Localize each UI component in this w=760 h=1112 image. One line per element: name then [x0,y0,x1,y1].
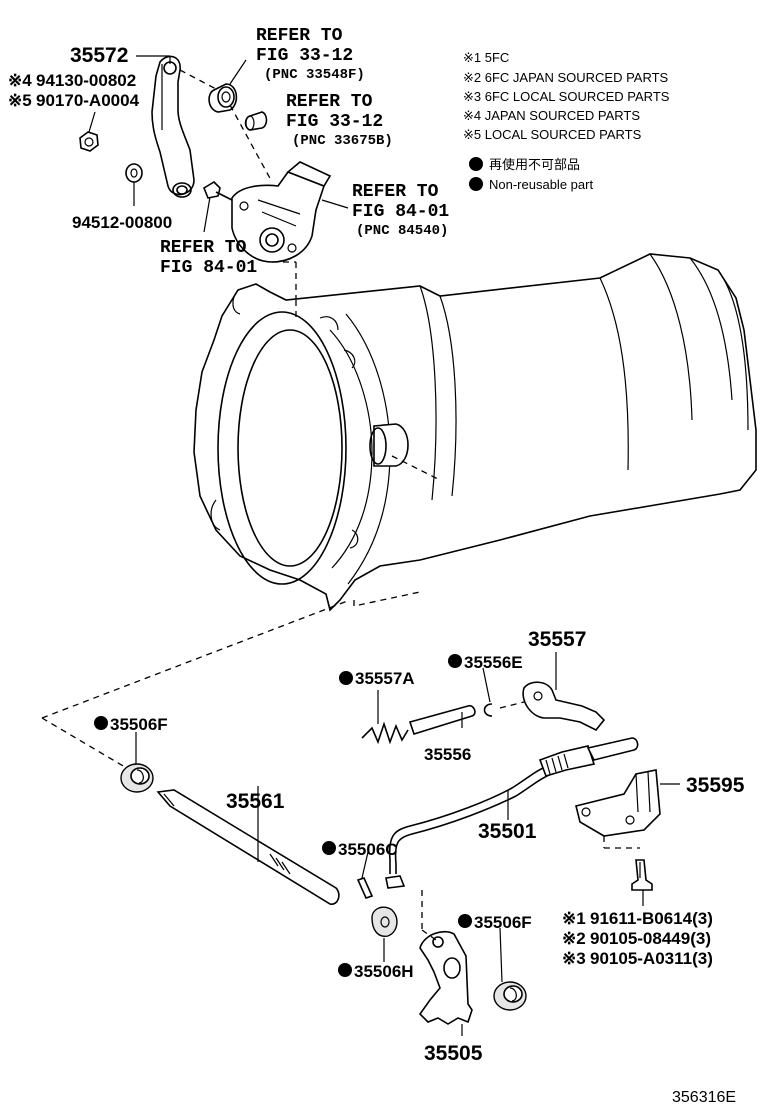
legend: ※1 5FC ※2 6FC JAPAN SOURCED PARTS ※3 6FC… [463,50,670,192]
legend-line-3: ※3 6FC LOCAL SOURCED PARTS [463,89,670,104]
legend-line-1: ※1 5FC [463,50,509,65]
part-number-90105-08449: 90105-08449(3) [590,929,711,948]
part-number-35595: 35595 [686,774,745,797]
part-note-mark: ※3 [562,949,586,968]
part-number-35556E: 35556E [464,653,523,672]
control-shaft-lever-drawing [79,55,349,300]
part-note-mark: ※2 [562,929,586,948]
part-number-35501: 35501 [478,820,537,843]
part-number-35557: 35557 [528,628,586,651]
refer-fig-label: FIG 33-12 [256,46,353,66]
non-reusable-dot-icon [458,914,472,928]
non-reusable-dot-icon [469,157,483,171]
part-number-35572: 35572 [70,44,128,67]
refer-fig-label: FIG 84-01 [352,202,449,222]
part-labels: 35572 ※4 94130-00802 ※5 90170-A0004 9451… [8,26,745,1106]
refer-label: REFER TO [286,92,373,112]
leader-lines [135,55,680,1036]
part-number-35505: 35505 [424,1042,483,1065]
linkage-drawing [120,681,661,1025]
part-note-mark: ※4 [8,71,32,90]
part-number-35506F: 35506F [474,913,532,932]
refer-label: REFER TO [352,182,439,202]
part-note-mark: ※1 [562,909,586,928]
diagram-code: 356316E [672,1089,736,1106]
legend-line-7: Non-reusable part [489,177,593,192]
legend-line-2: ※2 6FC JAPAN SOURCED PARTS [463,70,669,85]
refer-label: REFER TO [160,238,247,258]
non-reusable-dot-icon [339,671,353,685]
part-number-94512: 94512-00800 [72,213,172,232]
legend-line-4: ※4 JAPAN SOURCED PARTS [463,108,640,123]
refer-pnc-label: (PNC 33675B) [292,133,393,149]
non-reusable-dot-icon [94,716,108,730]
refer-fig-label: FIG 84-01 [160,258,257,278]
part-note-mark: ※5 [8,91,32,110]
part-number-35506C: 35506C [338,840,398,859]
part-number-90170: 90170-A0004 [36,91,140,110]
legend-line-5: ※5 LOCAL SOURCED PARTS [463,127,642,142]
part-number-94130: 94130-00802 [36,71,136,90]
refer-label: REFER TO [256,26,343,46]
part-number-35506H: 35506H [354,962,414,981]
non-reusable-dot-icon [469,177,483,191]
non-reusable-dot-icon [448,654,462,668]
legend-line-6: 再使用不可部品 [489,157,580,172]
transmission-housing-drawing [193,253,757,612]
part-number-35506F: 35506F [110,715,168,734]
refer-fig-label: FIG 33-12 [286,112,383,132]
part-number-90105-A0311: 90105-A0311(3) [590,949,713,968]
refer-pnc-label: (PNC 33548F) [264,67,365,83]
refer-pnc-label: (PNC 84540) [356,223,448,239]
part-number-35556: 35556 [424,745,471,764]
part-number-35557A: 35557A [355,669,415,688]
non-reusable-dot-icon [322,841,336,855]
non-reusable-dot-icon [338,963,352,977]
part-number-35561: 35561 [226,790,285,813]
part-number-91611: 91611-B0614(3) [590,909,713,928]
